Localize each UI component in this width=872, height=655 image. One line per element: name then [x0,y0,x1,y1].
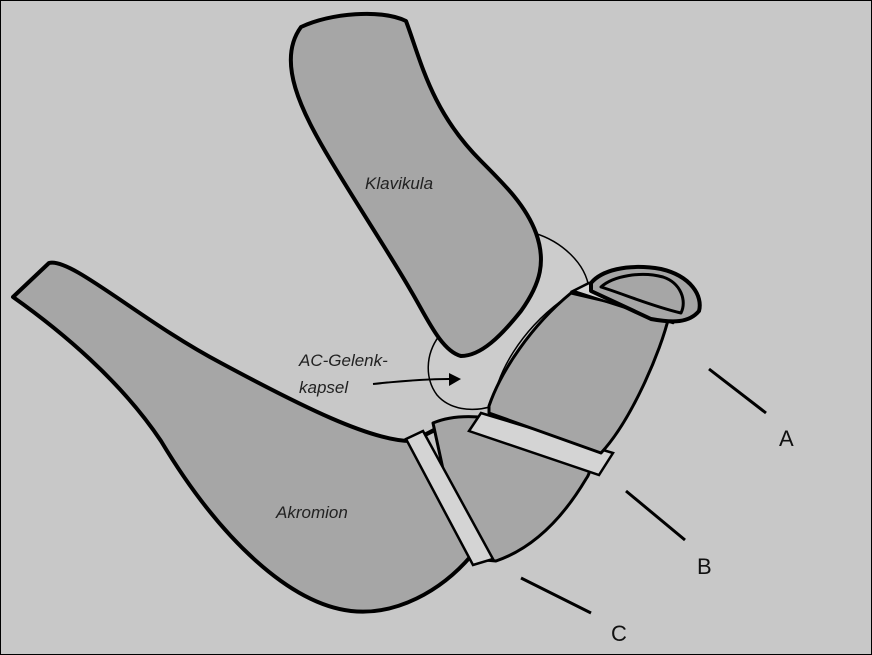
label-a: A [779,426,794,451]
label-ac-gelenk: AC-Gelenk- [298,351,388,370]
label-kapsel: kapsel [299,378,349,397]
akromion-bone [13,263,471,612]
leader-b [626,491,685,540]
leader-a [709,369,766,413]
leader-c [521,578,591,613]
label-c: C [611,621,627,646]
label-b: B [697,554,712,579]
label-klavikula: Klavikula [365,174,433,193]
label-akromion: Akromion [275,503,348,522]
